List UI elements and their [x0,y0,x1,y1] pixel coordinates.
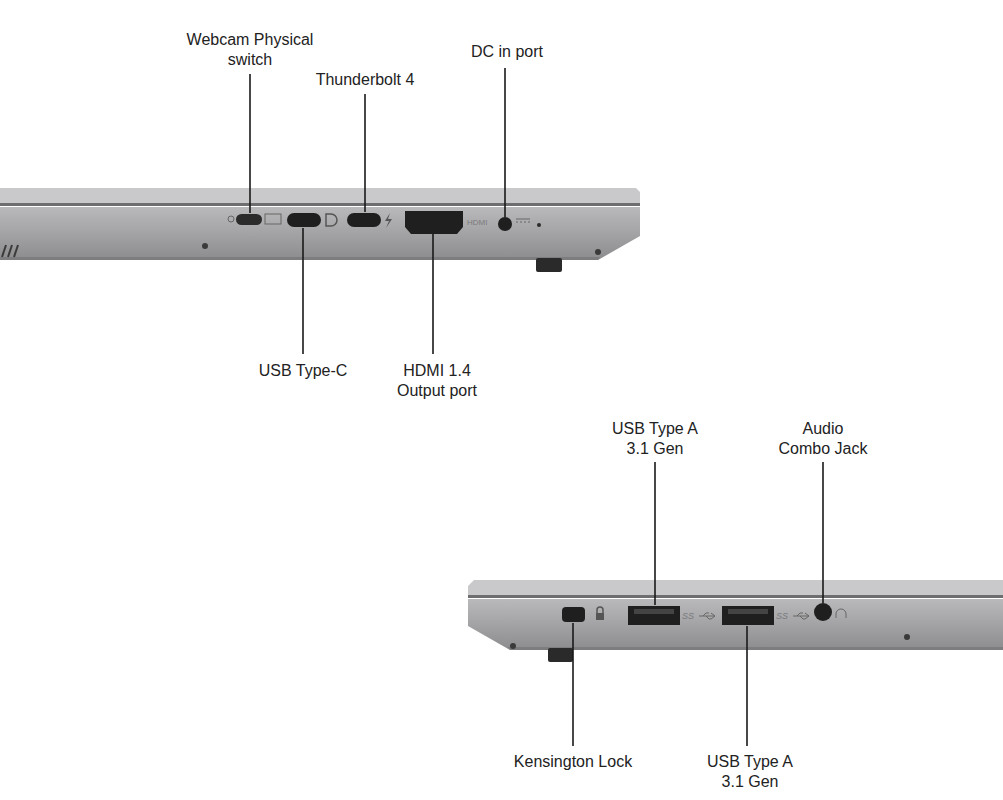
port-label: Thunderbolt 4 [295,70,435,90]
port-label: USB Type A 3.1 Gen [700,752,800,792]
port-label: USB Type A 3.1 Gen [605,419,705,459]
port-label: Webcam Physical switch [180,30,320,70]
port-label: Audio Combo Jack [777,419,869,459]
port-label: USB Type-C [238,361,368,381]
leader-lines [250,68,823,746]
port-marking: SS [776,611,788,621]
port-marking: SS [682,611,694,621]
laptop-left-side [0,188,640,272]
port-label: HDMI 1.4 Output port [387,361,487,401]
port-label: DC in port [447,42,567,62]
port-label: Kensington Lock [503,752,643,772]
laptop-right-side [468,580,1003,662]
port-marking: HDMI [467,218,487,228]
